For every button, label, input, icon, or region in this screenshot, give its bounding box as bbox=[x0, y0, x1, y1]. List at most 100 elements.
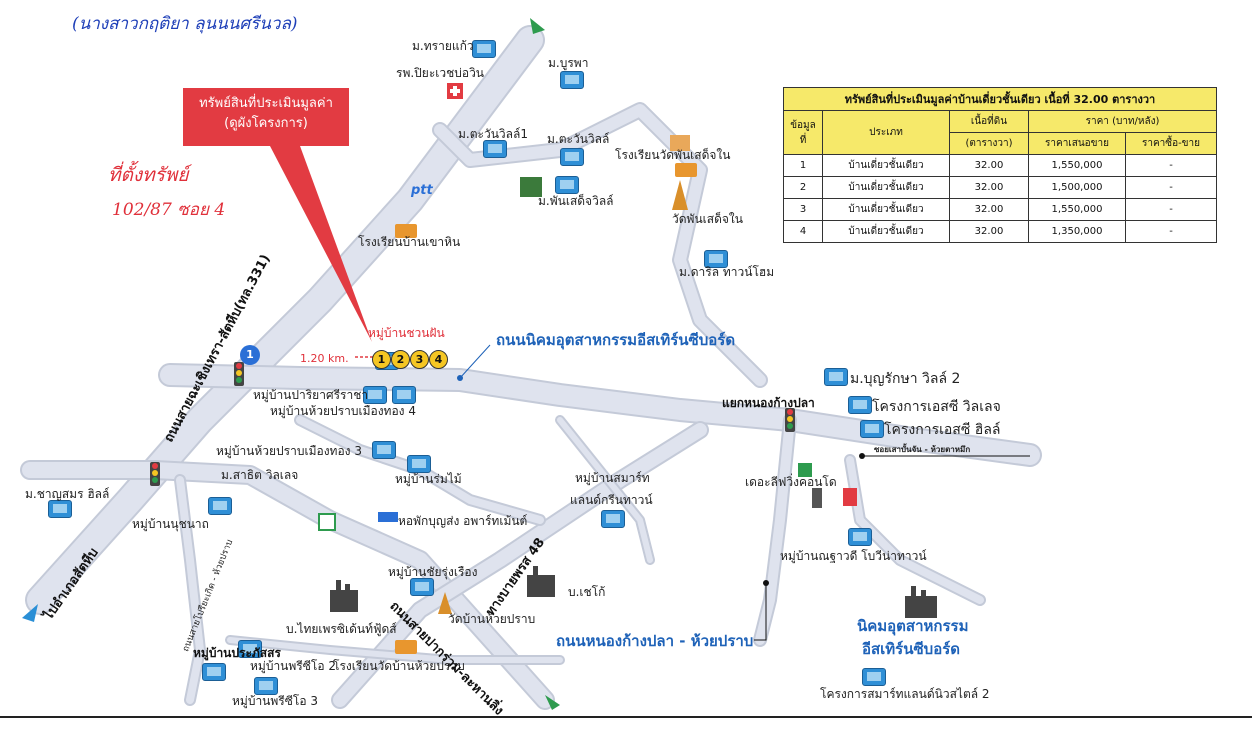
traffic-light-icon bbox=[150, 462, 160, 486]
label-road-east: ถนนนิคมอุตสาหกรรมอีสเทิร์นซีบอร์ด bbox=[496, 331, 736, 349]
village-icon bbox=[860, 420, 884, 438]
arrow-southwest bbox=[22, 604, 38, 622]
marker-circle-4: 4 bbox=[429, 350, 448, 369]
village-icon bbox=[372, 441, 396, 459]
village-icon bbox=[560, 148, 584, 166]
marker-circle-2: 2 bbox=[391, 350, 410, 369]
callout-tail bbox=[270, 146, 372, 342]
label-school-wat-phan: โรงเรียนวัดพันเสด็จใน bbox=[615, 148, 731, 162]
cell-area: 32.00 bbox=[949, 154, 1029, 177]
label-tawan-ville1: ม.ตะวันวิลล์1 bbox=[458, 127, 528, 141]
label-nong-kang-pla-junction: แยกหนองก้างปลา bbox=[722, 396, 815, 410]
label-tawan-ville: ม.ตะวันวิลล์ bbox=[547, 132, 610, 146]
road-pointer-line bbox=[459, 344, 491, 379]
label-phan-sadet-ville: ม.พันเสด็จวิลล์ bbox=[538, 194, 614, 208]
temple-icon bbox=[438, 135, 690, 614]
label-industrial-2: อีสเทิร์นซีบอร์ด bbox=[862, 640, 960, 658]
village-icon bbox=[363, 386, 387, 404]
label-burapha: ม.บูรพา bbox=[548, 56, 589, 70]
cell-area: 32.00 bbox=[949, 198, 1029, 221]
bottom-border bbox=[0, 716, 1252, 737]
label-es-hill: โครงการเอสซี ฮิลล์ bbox=[884, 422, 1001, 438]
label-pre-sio3: หมู่บ้านพรีซีโอ 3 bbox=[232, 694, 318, 708]
cell-trade: - bbox=[1125, 176, 1217, 199]
factory-icon bbox=[330, 566, 937, 618]
cell-type: บ้านเดี่ยวชั้นเดียว bbox=[822, 176, 950, 199]
label-wat-phan: วัดพันเสด็จใน bbox=[672, 212, 743, 226]
label-soi-small: ซอยเสาบั้นจัน - ห้วยตาหมึก bbox=[874, 445, 971, 454]
price-table: ทรัพย์สินที่ประเมินมูลค่าบ้านเดี่ยวชั้นเ… bbox=[783, 87, 1217, 243]
arrow-north bbox=[530, 18, 545, 34]
label-chai-rung: หมู่บ้านชัยรุ่งเรือง bbox=[388, 565, 478, 579]
road-pointer-line-2 bbox=[754, 583, 767, 641]
header-price-group: ราคา (บาท/หลัง) bbox=[1028, 110, 1217, 133]
cell-area: 32.00 bbox=[949, 176, 1029, 199]
label-industrial-1: นิคมอุตสาหกรรม bbox=[857, 617, 969, 635]
village-icon bbox=[410, 578, 434, 596]
cell-offer: 1,550,000 bbox=[1028, 198, 1126, 221]
village-icon bbox=[601, 510, 625, 528]
ptt-logo: ptt bbox=[411, 183, 433, 198]
header-type: ประเภท bbox=[822, 110, 950, 155]
table-row: 3 บ้านเดี่ยวชั้นเดียว 32.00 1,550,000 - bbox=[783, 198, 1217, 221]
arrow-southeast bbox=[545, 695, 560, 710]
school-icon bbox=[395, 163, 697, 654]
village-icon bbox=[483, 140, 507, 158]
label-chotek: บ.เชโก้ bbox=[568, 585, 606, 599]
callout-line1: ทรัพย์สินที่ประเมินมูลค่า bbox=[199, 96, 333, 111]
cell-no: 4 bbox=[783, 220, 823, 243]
cell-type: บ้านเดี่ยวชั้นเดียว bbox=[822, 154, 950, 177]
cell-no: 2 bbox=[783, 176, 823, 199]
table-row: 4 บ้านเดี่ยวชั้นเดียว 32.00 1,350,000 - bbox=[783, 220, 1217, 243]
label-huai-prab4: หมู่บ้านห้วยปราบเมืองทอง 4 bbox=[270, 404, 416, 418]
label-wat-huai-prab: วัดบ้านห้วยปราบ bbox=[448, 612, 536, 626]
label-es-village: โครงการเอสซี วิลเลจ bbox=[872, 399, 1001, 415]
label-rom-mai: หมู่บ้านร่มไม้ bbox=[395, 472, 462, 486]
label-school-huai-prab: โรงเรียนวัดบ้านห้วยปราบ bbox=[333, 659, 465, 673]
label-distance: 1.20 km. bbox=[300, 352, 349, 365]
table-row: 2 บ้านเดี่ยวชั้นเดียว 32.00 1,500,000 - bbox=[783, 176, 1217, 199]
traffic-light-icon bbox=[234, 362, 244, 386]
traffic-light-icon bbox=[785, 408, 795, 432]
village-icon bbox=[48, 500, 72, 518]
header-trade: ราคาซื้อ-ขาย bbox=[1125, 132, 1217, 155]
label-land-green: แลนด์กรีนทาวน์ bbox=[570, 493, 653, 507]
label-nutchana: หมู่บ้านนุชนาถ bbox=[132, 517, 209, 531]
village-icon bbox=[862, 668, 886, 686]
cell-type: บ้านเดี่ยวชั้นเดียว bbox=[822, 220, 950, 243]
village-icon bbox=[254, 677, 278, 695]
village-icon bbox=[848, 528, 872, 546]
cell-offer: 1,350,000 bbox=[1028, 220, 1126, 243]
label-road-nongkangpla: ถนนหนองก้างปลา - ห้วยปราบ bbox=[556, 632, 754, 650]
village-icon bbox=[704, 250, 728, 268]
pin-number: 1 bbox=[246, 348, 254, 361]
handwritten-location-1: ที่ตั้งทรัพย์ bbox=[108, 164, 189, 186]
cell-no: 1 bbox=[783, 154, 823, 177]
golf-icon bbox=[520, 177, 542, 197]
table-row: 1 บ้านเดี่ยวชั้นเดียว 32.00 1,550,000 - bbox=[783, 154, 1217, 177]
header-area-unit: (ตารางวา) bbox=[949, 132, 1029, 155]
village-icon bbox=[208, 497, 232, 515]
label-phak-boon: หอพักบุญส่ง อพาร์ทเม้นต์ bbox=[398, 514, 528, 528]
cell-area: 32.00 bbox=[949, 220, 1029, 243]
dorm-icon bbox=[378, 512, 398, 522]
village-icon bbox=[824, 368, 848, 386]
subject-callout: ทรัพย์สินที่ประเมินมูลค่า (ดูผังโครงการ) bbox=[183, 88, 349, 146]
label-nanthawadee: หมู่บ้านณฐาวดี โบวีน่าทาวน์ bbox=[780, 549, 927, 563]
village-icon bbox=[407, 455, 431, 473]
village-icon bbox=[472, 40, 496, 58]
subject-pin-icon: 1 bbox=[240, 345, 260, 365]
label-chuan-chom: หมู่บ้านชวนฝัน bbox=[368, 326, 445, 340]
cell-offer: 1,550,000 bbox=[1028, 154, 1126, 177]
cell-trade: - bbox=[1125, 154, 1217, 177]
village-icon bbox=[202, 663, 226, 681]
handwritten-top-note: (นางสาวกฤติยา ลุนนนศรีนวล) bbox=[72, 14, 298, 34]
label-prasatson: หมู่บ้านประภัสสร bbox=[193, 646, 281, 660]
cell-no: 3 bbox=[783, 198, 823, 221]
label-the-lif: เดอะลีฟวิ่งคอนโด bbox=[745, 475, 837, 489]
label-sai-kaew: ม.ทรายแก้ว bbox=[412, 39, 474, 53]
marker-circle-1: 1 bbox=[372, 350, 391, 369]
label-sathit: ม.สาธิต วิลเลจ bbox=[221, 468, 299, 482]
label-smart-land2: โครงการสมาร์ทแลนด์นิวสไตล์ 2 bbox=[820, 687, 990, 701]
